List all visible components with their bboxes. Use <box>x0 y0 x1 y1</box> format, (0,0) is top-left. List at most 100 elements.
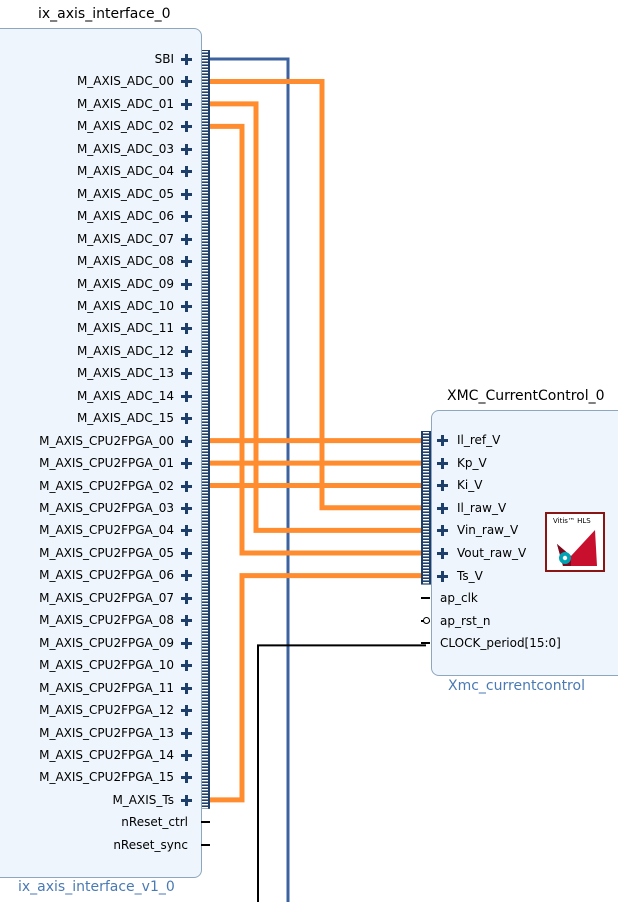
left-port-label: M_AXIS_CPU2FPGA_06 <box>39 568 174 583</box>
expand-plus-icon[interactable] <box>181 727 192 739</box>
left-port-label: M_AXIS_ADC_02 <box>76 119 174 134</box>
left-port-label: M_AXIS_CPU2FPGA_12 <box>39 703 174 718</box>
net-adc00-ilraw[interactable] <box>210 78 426 511</box>
left-port-label: M_AXIS_Ts <box>112 792 174 807</box>
left-port-label: M_AXIS_ADC_05 <box>76 186 174 201</box>
left-port-label: M_AXIS_CPU2FPGA_15 <box>39 770 174 785</box>
expand-plus-icon[interactable] <box>181 772 192 784</box>
left-port-label: M_AXIS_ADC_07 <box>76 231 174 246</box>
expand-plus-icon[interactable] <box>181 615 192 627</box>
left-port-label: M_AXIS_CPU2FPGA_09 <box>39 635 174 650</box>
right-block-instance-name: XMC_CurrentControl_0 <box>447 388 605 404</box>
right-port-label: CLOCK_period[15:0] <box>440 636 561 650</box>
left-port-label: nReset_sync <box>113 837 188 852</box>
expand-plus-icon[interactable] <box>181 121 192 133</box>
wire-pin-icon[interactable] <box>201 821 210 824</box>
expand-plus-icon[interactable] <box>181 188 192 200</box>
expand-plus-icon[interactable] <box>181 413 192 425</box>
expand-plus-icon[interactable] <box>437 480 448 492</box>
expand-plus-icon[interactable] <box>181 525 192 537</box>
left-block-instance-name: ix_axis_interface_0 <box>38 6 171 22</box>
net-ts[interactable] <box>210 573 426 803</box>
right-port-label: Il_raw_V <box>457 500 507 515</box>
expand-plus-icon[interactable] <box>437 435 448 446</box>
wire-pin-icon[interactable] <box>421 597 430 599</box>
ix-axis-interface-block[interactable] <box>0 28 202 878</box>
expand-plus-icon[interactable] <box>437 502 448 514</box>
left-port-label: M_AXIS_ADC_09 <box>76 276 174 291</box>
inversion-bubble-icon <box>423 617 430 624</box>
left-port-label: M_AXIS_ADC_00 <box>76 74 174 89</box>
left-port-label: M_AXIS_CPU2FPGA_03 <box>39 501 174 515</box>
expand-plus-icon[interactable] <box>181 435 192 447</box>
left-port-label: M_AXIS_ADC_12 <box>76 343 174 358</box>
left-port-label: M_AXIS_CPU2FPGA_11 <box>39 680 174 695</box>
left-port-label: M_AXIS_ADC_03 <box>76 141 174 156</box>
left-port-label: M_AXIS_ADC_13 <box>76 366 174 381</box>
wire-pin-icon[interactable] <box>421 642 430 644</box>
expand-plus-icon[interactable] <box>181 458 192 470</box>
left-port-label: M_AXIS_CPU2FPGA_08 <box>39 613 174 628</box>
expand-plus-icon[interactable] <box>181 794 192 806</box>
wire-pin-icon[interactable] <box>201 843 210 846</box>
expand-plus-icon[interactable] <box>181 166 192 178</box>
expand-plus-icon[interactable] <box>181 345 192 357</box>
right-block-type-name: Xmc_currentcontrol <box>448 678 585 694</box>
left-port-label: M_AXIS_ADC_14 <box>76 388 174 403</box>
left-port-label: M_AXIS_CPU2FPGA_14 <box>39 747 174 762</box>
expand-plus-icon[interactable] <box>181 637 192 649</box>
expand-plus-icon[interactable] <box>181 480 192 492</box>
left-port-label: M_AXIS_ADC_04 <box>76 164 174 179</box>
expand-plus-icon[interactable] <box>181 390 192 402</box>
expand-plus-icon[interactable] <box>181 705 192 717</box>
vitis-hls-logo: Vitis™ HLS <box>545 512 605 572</box>
expand-plus-icon[interactable] <box>181 143 192 155</box>
expand-plus-icon[interactable] <box>181 256 192 268</box>
expand-plus-icon[interactable] <box>181 570 192 582</box>
expand-plus-icon[interactable] <box>181 682 192 694</box>
left-port-label: M_AXIS_CPU2FPGA_01 <box>39 456 174 471</box>
left-port-label: M_AXIS_CPU2FPGA_07 <box>39 590 174 605</box>
expand-plus-icon[interactable] <box>437 570 448 582</box>
expand-plus-icon[interactable] <box>437 548 448 559</box>
net-adc01-vinraw[interactable] <box>210 101 426 533</box>
right-port-label: Ts_V <box>457 568 483 583</box>
right-port-label: Il_ref_V <box>457 433 501 447</box>
expand-plus-icon[interactable] <box>181 98 192 110</box>
left-port-label: M_AXIS_CPU2FPGA_05 <box>39 545 174 560</box>
expand-plus-icon[interactable] <box>437 525 448 537</box>
expand-plus-icon[interactable] <box>181 300 192 312</box>
expand-plus-icon[interactable] <box>181 233 192 245</box>
expand-plus-icon[interactable] <box>181 54 192 65</box>
right-port-label: Vout_raw_V <box>457 546 527 560</box>
clock-period-net[interactable] <box>257 644 426 902</box>
left-port-label: M_AXIS_CPU2FPGA_02 <box>39 478 174 493</box>
left-port-label: M_AXIS_CPU2FPGA_04 <box>39 523 174 538</box>
left-port-label: M_AXIS_ADC_11 <box>76 321 174 336</box>
expand-plus-icon[interactable] <box>181 368 192 380</box>
expand-plus-icon[interactable] <box>181 660 192 672</box>
expand-plus-icon[interactable] <box>181 323 192 335</box>
expand-plus-icon[interactable] <box>181 503 192 514</box>
right-port-label: Ki_V <box>457 478 483 493</box>
expand-plus-icon[interactable] <box>181 211 192 223</box>
expand-plus-icon[interactable] <box>181 592 192 604</box>
expand-plus-icon[interactable] <box>181 547 192 559</box>
left-port-label: M_AXIS_ADC_06 <box>76 209 174 224</box>
right-port-label: Kp_V <box>457 455 487 470</box>
expand-plus-icon[interactable] <box>181 749 192 761</box>
expand-plus-icon[interactable] <box>437 457 448 469</box>
expand-plus-icon[interactable] <box>181 278 192 290</box>
right-port-label: Vin_raw_V <box>457 523 519 538</box>
left-port-label: M_AXIS_CPU2FPGA_13 <box>39 725 174 740</box>
vitis-hls-logo-text: Vitis™ HLS <box>553 517 591 525</box>
left-port-label: SBI <box>154 52 174 66</box>
left-port-label: nReset_ctrl <box>121 815 188 830</box>
left-port-label: M_AXIS_ADC_01 <box>76 96 174 111</box>
left-port-label: M_AXIS_ADC_10 <box>76 298 174 313</box>
left-port-label: M_AXIS_ADC_08 <box>76 254 174 269</box>
net-adc02-voutraw[interactable] <box>210 123 426 556</box>
sbi-net[interactable] <box>210 57 290 902</box>
expand-plus-icon[interactable] <box>181 76 192 88</box>
